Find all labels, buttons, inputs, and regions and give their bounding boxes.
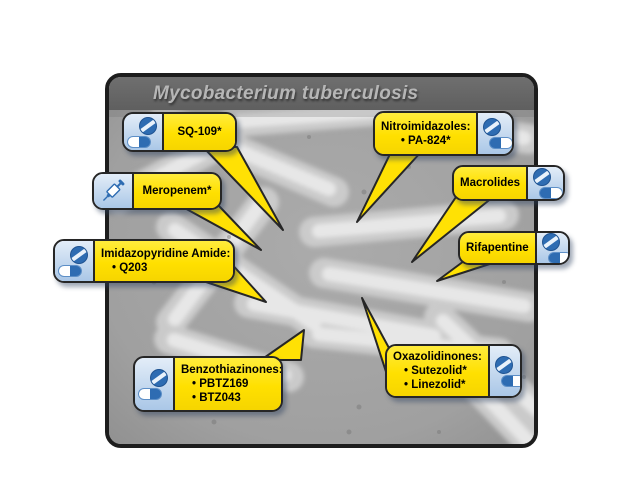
syringe-iconbox [94,174,134,208]
pill-icons [534,233,568,263]
capsule-icon [489,137,512,149]
callout-label: Imidazopyridine Amide: • Q203 [95,241,233,281]
capsule-icon [127,135,151,148]
callout-label: Benzothiazinones: • PBTZ169 • BTZ043 [175,358,283,410]
drug-class-heading: Macrolides [460,177,521,189]
drug-name: Meropenem* [142,185,212,197]
callout-macrolides: Macrolides [452,165,565,201]
callout-rifapentine: Rifapentine [458,231,570,265]
pill-icons [526,167,563,199]
drug-class-heading: Oxazolidinones: [393,351,482,363]
drug-class-heading: Imidazopyridine Amide: [101,248,231,260]
callout-sq109: SQ-109* [122,112,237,152]
figure-title: Mycobacterium tuberculosis [153,82,419,104]
drug-name: • Q203 [112,262,148,274]
callout-imidazopyridine-amide: Imidazopyridine Amide: • Q203 [53,239,235,283]
capsule-icon [539,186,563,199]
capsule-icon [58,264,82,277]
drug-name: • PA-824* [400,134,451,147]
tablet-icon [483,118,502,136]
syringe-icon [102,179,125,202]
drug-name: • Linezolid* [404,379,466,391]
callout-label: Nitroimidazoles: • PA-824* [375,113,477,154]
tablet-icon [70,245,88,264]
callout-benzothiazinones: Benzothiazinones: • PBTZ169 • BTZ043 [133,356,283,412]
callout-label: Macrolides [454,167,527,199]
drug-class-heading: Nitroimidazoles: [381,120,471,133]
capsule-icon [547,251,568,263]
drug-name: SQ-109* [177,126,222,138]
callout-nitroimidazoles: Nitroimidazoles: • PA-824* [373,111,514,156]
callout-label: SQ-109* [164,114,235,150]
drug-name: • BTZ043 [192,392,241,404]
drug-name: • Sutezolid* [404,365,467,377]
tablet-icon [494,355,513,374]
callout-label: Meropenem* [134,174,220,208]
capsule-icon [500,374,520,387]
tablet-icon [139,116,157,135]
callout-meropenem: Meropenem* [92,172,222,210]
drug-name: Rifapentine [466,242,529,254]
pill-icons [124,114,164,150]
tablet-icon [533,167,552,186]
callout-label: Oxazolidinones: • Sutezolid* • Linezolid… [387,346,488,396]
tablet-icon [150,368,168,387]
pill-icons [476,113,512,154]
callout-oxazolidinones: Oxazolidinones: • Sutezolid* • Linezolid… [385,344,522,398]
pill-icons [135,358,175,410]
drug-class-heading: Benzothiazinones: [181,364,283,376]
drug-name: • PBTZ169 [192,378,249,390]
pill-icons [487,346,520,396]
callout-label: Rifapentine [460,233,535,263]
pill-icons [55,241,95,281]
capsule-icon [138,387,162,400]
figure-header: Mycobacterium tuberculosis [109,77,534,110]
tablet-icon [541,233,560,251]
